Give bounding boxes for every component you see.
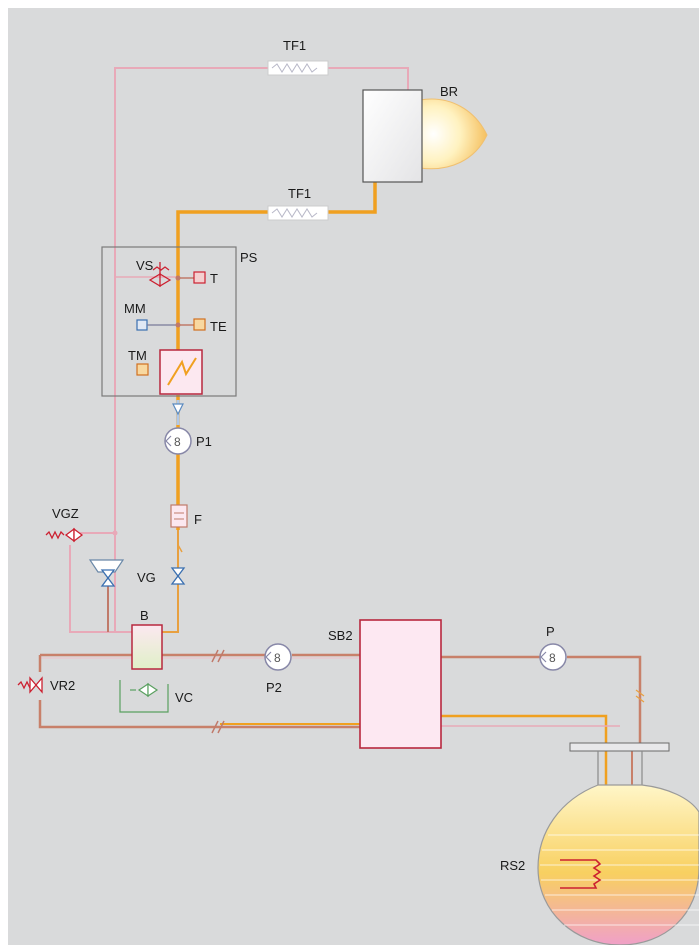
- ps-frame[interactable]: [101, 246, 237, 397]
- b-label: B: [140, 608, 149, 623]
- vr2-spring-valve-icon[interactable]: [17, 676, 43, 694]
- p2-label: P2: [266, 680, 282, 695]
- heater-coil-icon: [560, 859, 602, 889]
- p-label: P: [546, 624, 555, 639]
- tank-lid: [569, 742, 670, 752]
- right-flow-mark: [635, 689, 645, 703]
- te-sensor-icon[interactable]: [193, 318, 206, 331]
- tf1-top-filter[interactable]: [267, 60, 329, 76]
- heater-coil-icon: [167, 357, 197, 386]
- vg-gate-valve-left[interactable]: [100, 569, 116, 587]
- diagram-background: [8, 8, 699, 945]
- sb2-label: SB2: [328, 628, 353, 643]
- t-label: T: [210, 271, 218, 286]
- tm-heater-box[interactable]: [159, 349, 203, 395]
- pump-icon[interactable]: 8: [164, 427, 192, 455]
- hot-to-vg-line: [162, 530, 179, 633]
- spring-valve-icon[interactable]: [148, 262, 172, 288]
- vgz-label: VGZ: [52, 506, 79, 521]
- svg-text:8: 8: [274, 651, 281, 665]
- tf1-top-label: TF1: [283, 38, 306, 53]
- pink-return-line: [114, 67, 409, 632]
- flame-icon: [419, 98, 488, 170]
- flow-arrow: [177, 544, 183, 553]
- t-sensor-icon[interactable]: [193, 271, 206, 284]
- svg-text:8: 8: [549, 651, 556, 665]
- rs2-label: RS2: [500, 858, 525, 873]
- vc-label: VC: [175, 690, 193, 705]
- te-label: TE: [210, 319, 227, 334]
- return-line-left: [38, 655, 360, 729]
- tm-sensor-icon[interactable]: [136, 363, 149, 376]
- sb2-vessel[interactable]: [359, 619, 442, 749]
- b-vessel[interactable]: [131, 624, 163, 670]
- vr2-label: VR2: [50, 678, 75, 693]
- vg-gate-valve-right[interactable]: [170, 567, 186, 585]
- tank-neck: [597, 751, 643, 785]
- three-way-valve-icon: [88, 559, 125, 573]
- mm-gauge-icon[interactable]: [136, 319, 148, 331]
- tm-label: TM: [128, 348, 147, 363]
- br-burner-box[interactable]: [362, 89, 423, 183]
- svg-text:8: 8: [174, 435, 181, 449]
- vgz-spring-valve-icon[interactable]: [45, 527, 84, 543]
- vgz-junction-dot: [112, 530, 118, 536]
- pink-vgz-line: [69, 532, 135, 633]
- p-pump-icon[interactable]: 8: [539, 643, 567, 671]
- tf1-mid-filter[interactable]: [267, 205, 329, 221]
- right-loop-line: [441, 655, 642, 745]
- tf1-mid-label: TF1: [288, 186, 311, 201]
- f-label: F: [194, 512, 202, 527]
- tank-liquid-lines: [540, 834, 699, 926]
- p2-pump-icon[interactable]: 8: [264, 643, 292, 671]
- mm-label: MM: [124, 301, 146, 316]
- pipe-break-marks: [211, 649, 225, 734]
- vg-label: VG: [137, 570, 156, 585]
- p1-label: P1: [196, 434, 212, 449]
- check-valve-icon[interactable]: [172, 403, 184, 416]
- ps-label: PS: [240, 250, 258, 265]
- filter-icon[interactable]: [170, 504, 188, 528]
- vs-label: VS: [136, 258, 154, 273]
- br-label: BR: [440, 84, 458, 99]
- vc-valve-icon[interactable]: [119, 680, 169, 713]
